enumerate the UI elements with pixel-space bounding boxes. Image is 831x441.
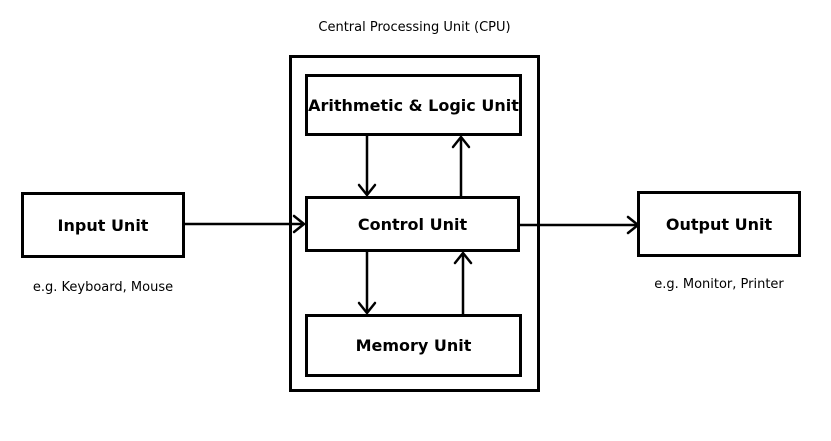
- input-examples: e.g. Keyboard, Mouse: [32, 280, 174, 295]
- input-unit-box: Input Unit: [21, 192, 185, 258]
- arrow-control-to-memory: [357, 250, 377, 315]
- alu-box: Arithmetic & Logic Unit: [305, 74, 522, 136]
- arrow-alu-to-control: [357, 134, 377, 197]
- arrow-input-to-control: [183, 214, 306, 234]
- cpu-title: Central Processing Unit (CPU): [318, 20, 511, 35]
- arrow-control-to-alu: [451, 135, 471, 198]
- arrow-memory-to-control: [453, 251, 473, 316]
- arrow-control-to-output: [518, 215, 640, 235]
- output-examples: e.g. Monitor, Printer: [654, 277, 784, 292]
- memory-unit-box: Memory Unit: [305, 314, 522, 377]
- control-unit-box: Control Unit: [305, 196, 520, 252]
- output-unit-box: Output Unit: [637, 191, 801, 257]
